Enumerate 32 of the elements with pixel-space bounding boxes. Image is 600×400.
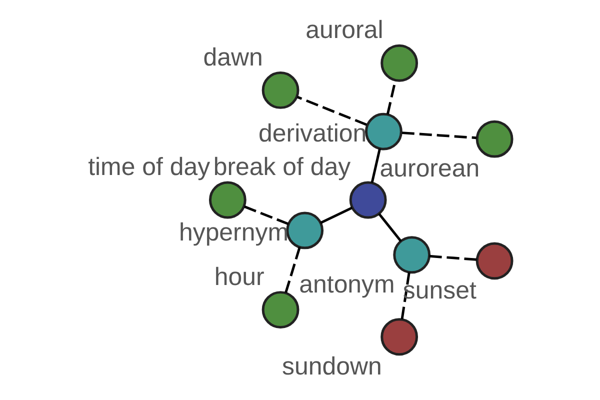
node-circle — [380, 44, 418, 82]
node-label: derivation — [258, 120, 367, 148]
node-circle — [262, 72, 300, 109]
node-label: dawn — [203, 43, 263, 72]
node-label: sundown — [282, 352, 382, 380]
node-circle — [262, 291, 300, 328]
node-circle — [476, 242, 514, 280]
connector — [244, 205, 289, 226]
node-label: hour — [214, 262, 264, 291]
node-label: auroral — [306, 16, 384, 44]
node-circle — [208, 181, 246, 219]
connector — [400, 272, 410, 320]
node-label: break of day — [213, 153, 351, 182]
node-label: hypernym — [178, 218, 288, 246]
connector — [284, 246, 301, 294]
node-label: sunset — [402, 276, 476, 304]
node-circle — [365, 112, 402, 150]
node-label: antonym — [299, 270, 395, 298]
connector — [378, 213, 402, 242]
node-label: time of day — [88, 153, 210, 182]
node-circle — [286, 212, 324, 250]
node-circle — [476, 120, 514, 158]
node-circle — [380, 318, 418, 356]
node-label: aurorean — [380, 154, 480, 183]
connector — [429, 254, 478, 261]
connector — [296, 96, 368, 126]
node-circle — [393, 236, 431, 274]
node-circle — [349, 181, 387, 219]
connector — [402, 132, 477, 140]
connector — [386, 80, 397, 115]
connector — [320, 206, 353, 224]
connector — [370, 148, 382, 183]
